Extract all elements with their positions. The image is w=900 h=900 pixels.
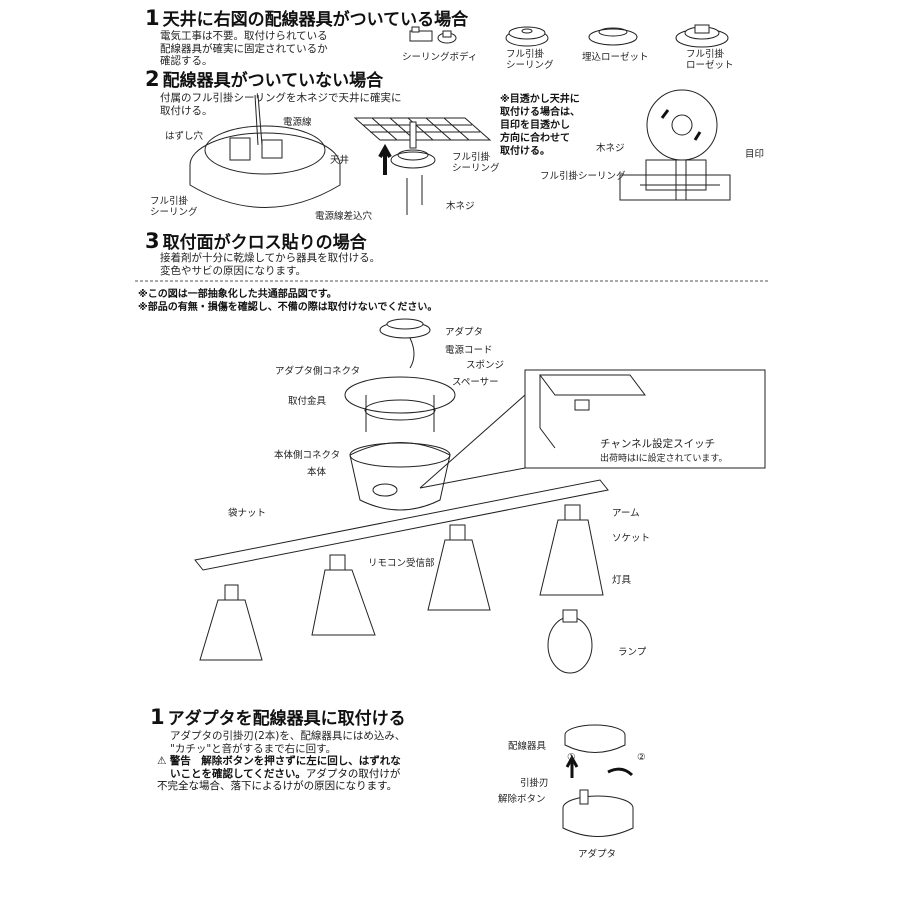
section3-title: 取付面がクロス貼りの場合 [162, 233, 367, 253]
section2-note: ※目透かし天井に 取付ける場合は、 目印を目透かし 方向に合わせて 取付ける。 [500, 94, 580, 157]
warning-bold2: いことを確認してください。 [170, 767, 306, 780]
embedded-rosette-illustration [588, 27, 638, 46]
section2-body: 付属のフル引掛シーリングを木ネジで天井に確実に 取付ける。 [160, 92, 402, 117]
bar-illustration [194, 479, 609, 571]
part-body-connector: 本体側コネクタ [274, 450, 341, 461]
part-nut: 袋ナット [228, 508, 267, 519]
fixture-illustration [199, 504, 604, 661]
section2-number: 2 [145, 67, 160, 91]
channel-detail-illustration [524, 369, 766, 469]
label-hazushi: はずし穴 [165, 131, 204, 142]
full-hook-ceiling-illustration [505, 26, 549, 47]
step1-adapter-illustration [562, 724, 634, 837]
warning-icon: ⚠ [157, 755, 167, 767]
part-remote-receiver: リモコン受信部 [368, 558, 435, 569]
part-adapter: アダプタ [445, 327, 484, 338]
adapter-illustration [379, 318, 431, 369]
label-wiring-device: 配線器具 [508, 741, 547, 752]
section1-number: 1 [145, 6, 160, 30]
label-dengensen: 電源線 [283, 117, 312, 128]
label-blade: 引掛刃 [520, 778, 549, 789]
warning-head: 警告 解除ボタンを押さずに左に回し、はずれな [169, 755, 401, 767]
full-hook-rosette-illustration [675, 24, 729, 48]
channel-switch-label: チャンネル設定スイッチ [600, 438, 716, 450]
part-spacer: スペーサー [452, 377, 499, 388]
label-mejirushi: 目印 [745, 149, 765, 160]
part-cord: 電源コード [445, 345, 493, 356]
ceiling-grid-illustration [353, 117, 492, 215]
label-release: 解除ボタン [498, 794, 546, 805]
section1-body: 電気工事は不要。取付けられている 配線器具が確実に固定されているか 確認する。 [160, 30, 328, 67]
device-label-rosette: 埋込ローゼット [582, 52, 649, 63]
part-fixture: 灯具 [612, 575, 632, 586]
part-socket: ソケット [612, 533, 651, 544]
device-label-full-rosette: フル引掛 ローゼット [686, 49, 734, 71]
note-abstract: ※この図は一部抽象化した共通部品図です。 [138, 289, 337, 300]
step1-warning: ⚠ 警告 解除ボタンを押さずに左に回し、はずれな いことを確認してください。アダ… [157, 755, 467, 793]
channel-switch-note: 出荷時はⅠに設定されています。 [600, 454, 728, 464]
step1-number: 1 [150, 705, 165, 729]
section3-body: 接着剤が十分に乾燥してから器具を取付ける。 変色やサビの原因になります。 [160, 252, 381, 277]
part-lamp: ランプ [618, 647, 647, 658]
device-label-ceiling-body: シーリングボディ [402, 52, 478, 63]
body-illustration [349, 442, 451, 511]
ceiling-body-illustration [409, 26, 457, 44]
section3-number: 3 [145, 229, 160, 253]
label-sashikomi: 電源線差込穴 [315, 211, 373, 222]
section1-title: 天井に右図の配線器具がついている場合 [162, 10, 469, 30]
step1-body: アダプタの引掛刃(2本)を、配線器具にはめ込み、 "カチッ"と音がするまで右に回… [170, 730, 406, 755]
device-label-full-ceiling: フル引掛 シーリング [506, 49, 554, 71]
label-mokuneji-2: 木ネジ [596, 143, 625, 154]
part-arm: アーム [612, 508, 640, 519]
step1-title: アダプタを配線器具に取付ける [167, 709, 406, 729]
part-sponge: スポンジ [466, 360, 505, 371]
part-bracket: 取付金具 [288, 396, 327, 407]
warning-tail: アダプタの取付けが 不完全な場合、落下によるけがの原因になります。 [157, 767, 401, 793]
label-mokuneji: 木ネジ [446, 201, 475, 212]
bracket-illustration [344, 376, 456, 432]
part-adapter-connector: アダプタ側コネクタ [275, 366, 361, 377]
label-step-one: ① [567, 752, 576, 763]
label-full-ceiling: フル引掛 シーリング [150, 196, 198, 218]
lamp-illustration [547, 609, 593, 674]
section2-title: 配線器具がついていない場合 [162, 71, 384, 91]
label-full-ceiling-2: フル引掛 シーリング [452, 152, 500, 174]
ceiling-alignment-illustration [619, 89, 731, 201]
label-tenjo: 天井 [330, 155, 350, 166]
label-step1-adapter: アダプタ [578, 849, 617, 860]
label-full-ceiling-3: フル引掛シーリング [540, 171, 626, 182]
part-body: 本体 [307, 467, 327, 478]
label-step-two: ② [637, 752, 646, 763]
ceiling-body-detail-illustration [189, 94, 341, 208]
note-parts-check: ※部品の有無・損傷を確認し、不備の際は取付けないでください。 [138, 302, 438, 313]
